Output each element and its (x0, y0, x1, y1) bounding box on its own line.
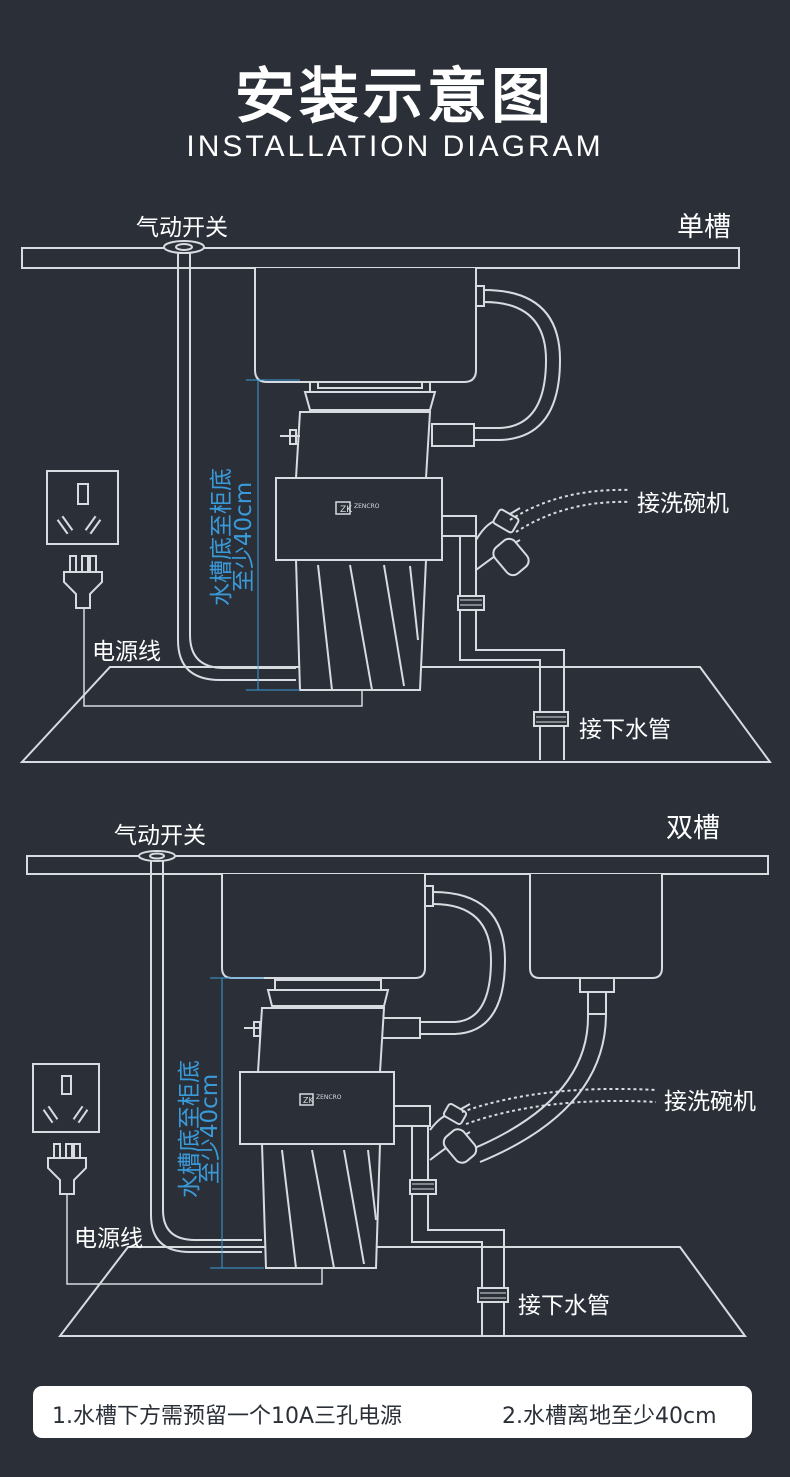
footer-notes-box (33, 1386, 752, 1438)
right-sink-bowl (529, 874, 663, 979)
dishwasher-label: 接洗碗机 (637, 491, 729, 517)
note-power-outlet: 1.水槽下方需预留一个10A三孔电源 (52, 1404, 403, 1429)
disposer-upper-body-double (256, 1007, 386, 1073)
power-outlet-icon (46, 470, 119, 545)
cabinet-floor (19, 666, 772, 763)
height-label-line2-double: 至少40cm (197, 1073, 223, 1185)
air-switch-label-double: 气动开关 (114, 823, 206, 849)
page-subtitle: INSTALLATION DIAGRAM (186, 130, 604, 163)
drain-pipe-label: 接下水管 (579, 717, 671, 743)
sink-bowl (254, 268, 477, 383)
left-sink-bowl (221, 874, 426, 979)
disposer-collar (275, 477, 443, 561)
svg-text:ZK: ZK (340, 505, 353, 515)
power-cord-label: 电源线 (92, 639, 161, 665)
disposer-upper-body (294, 411, 432, 479)
power-cord-label-double: 电源线 (74, 1226, 143, 1252)
height-label-line2: 至少40cm (231, 481, 257, 593)
double-sink-section: ZK ZENCRO (26, 850, 769, 1337)
svg-text:ZENCRO: ZENCRO (354, 503, 380, 510)
power-outlet-icon-double (32, 1063, 100, 1133)
air-switch-icon (163, 240, 205, 254)
cabinet-floor-double (57, 1246, 747, 1337)
drain-pipe-label-double: 接下水管 (518, 1293, 610, 1319)
double-sink-label: 双槽 (666, 813, 720, 844)
page-title: 安装示意图 (235, 62, 555, 132)
air-switch-icon-double (138, 850, 176, 862)
countertop-double (26, 855, 769, 875)
svg-text:ZK: ZK (303, 1096, 314, 1105)
single-sink-section: ZK ZENCRO (19, 240, 772, 763)
svg-text:ZENCRO: ZENCRO (316, 1094, 342, 1101)
single-sink-label: 单槽 (677, 212, 731, 243)
plug-icon-double (47, 1157, 87, 1195)
note-sink-height: 2.水槽离地至少40cm (502, 1404, 717, 1429)
dishwasher-label-double: 接洗碗机 (664, 1089, 756, 1115)
air-switch-label: 气动开关 (136, 215, 228, 241)
plug-icon (63, 571, 103, 609)
countertop (21, 247, 740, 269)
